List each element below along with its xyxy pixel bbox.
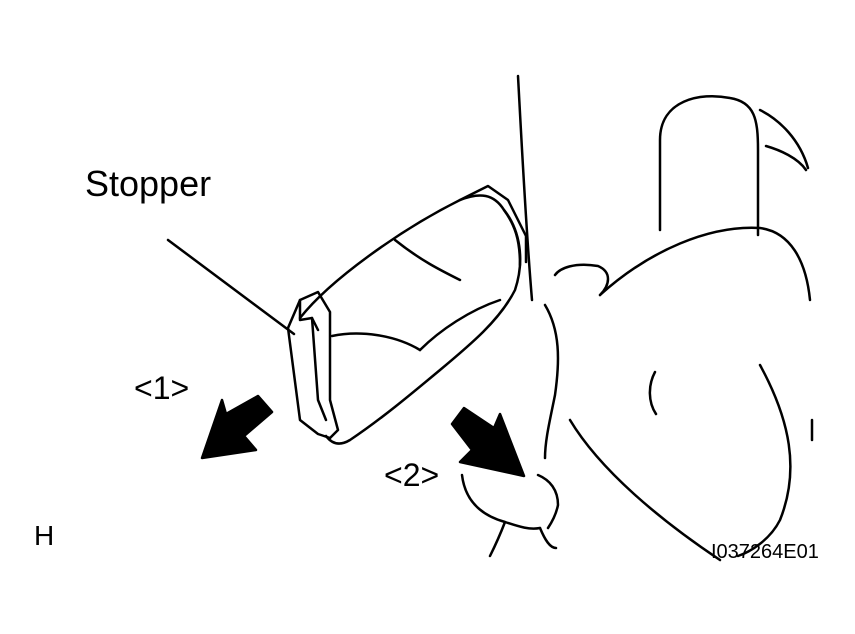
section-letter: H bbox=[34, 520, 55, 551]
stopper-label: Stopper bbox=[85, 163, 212, 204]
seat-outline bbox=[460, 74, 814, 562]
stopper-clip bbox=[286, 290, 340, 440]
arrow-1-icon bbox=[200, 394, 274, 460]
arrow-2-icon bbox=[450, 406, 526, 478]
buckle-housing bbox=[298, 184, 528, 445]
stopper-leader-line bbox=[166, 238, 296, 336]
step-1-label: <1> bbox=[134, 370, 190, 406]
figure-code: I037264E01 bbox=[711, 541, 819, 563]
step-2-label: <2> bbox=[384, 457, 440, 493]
